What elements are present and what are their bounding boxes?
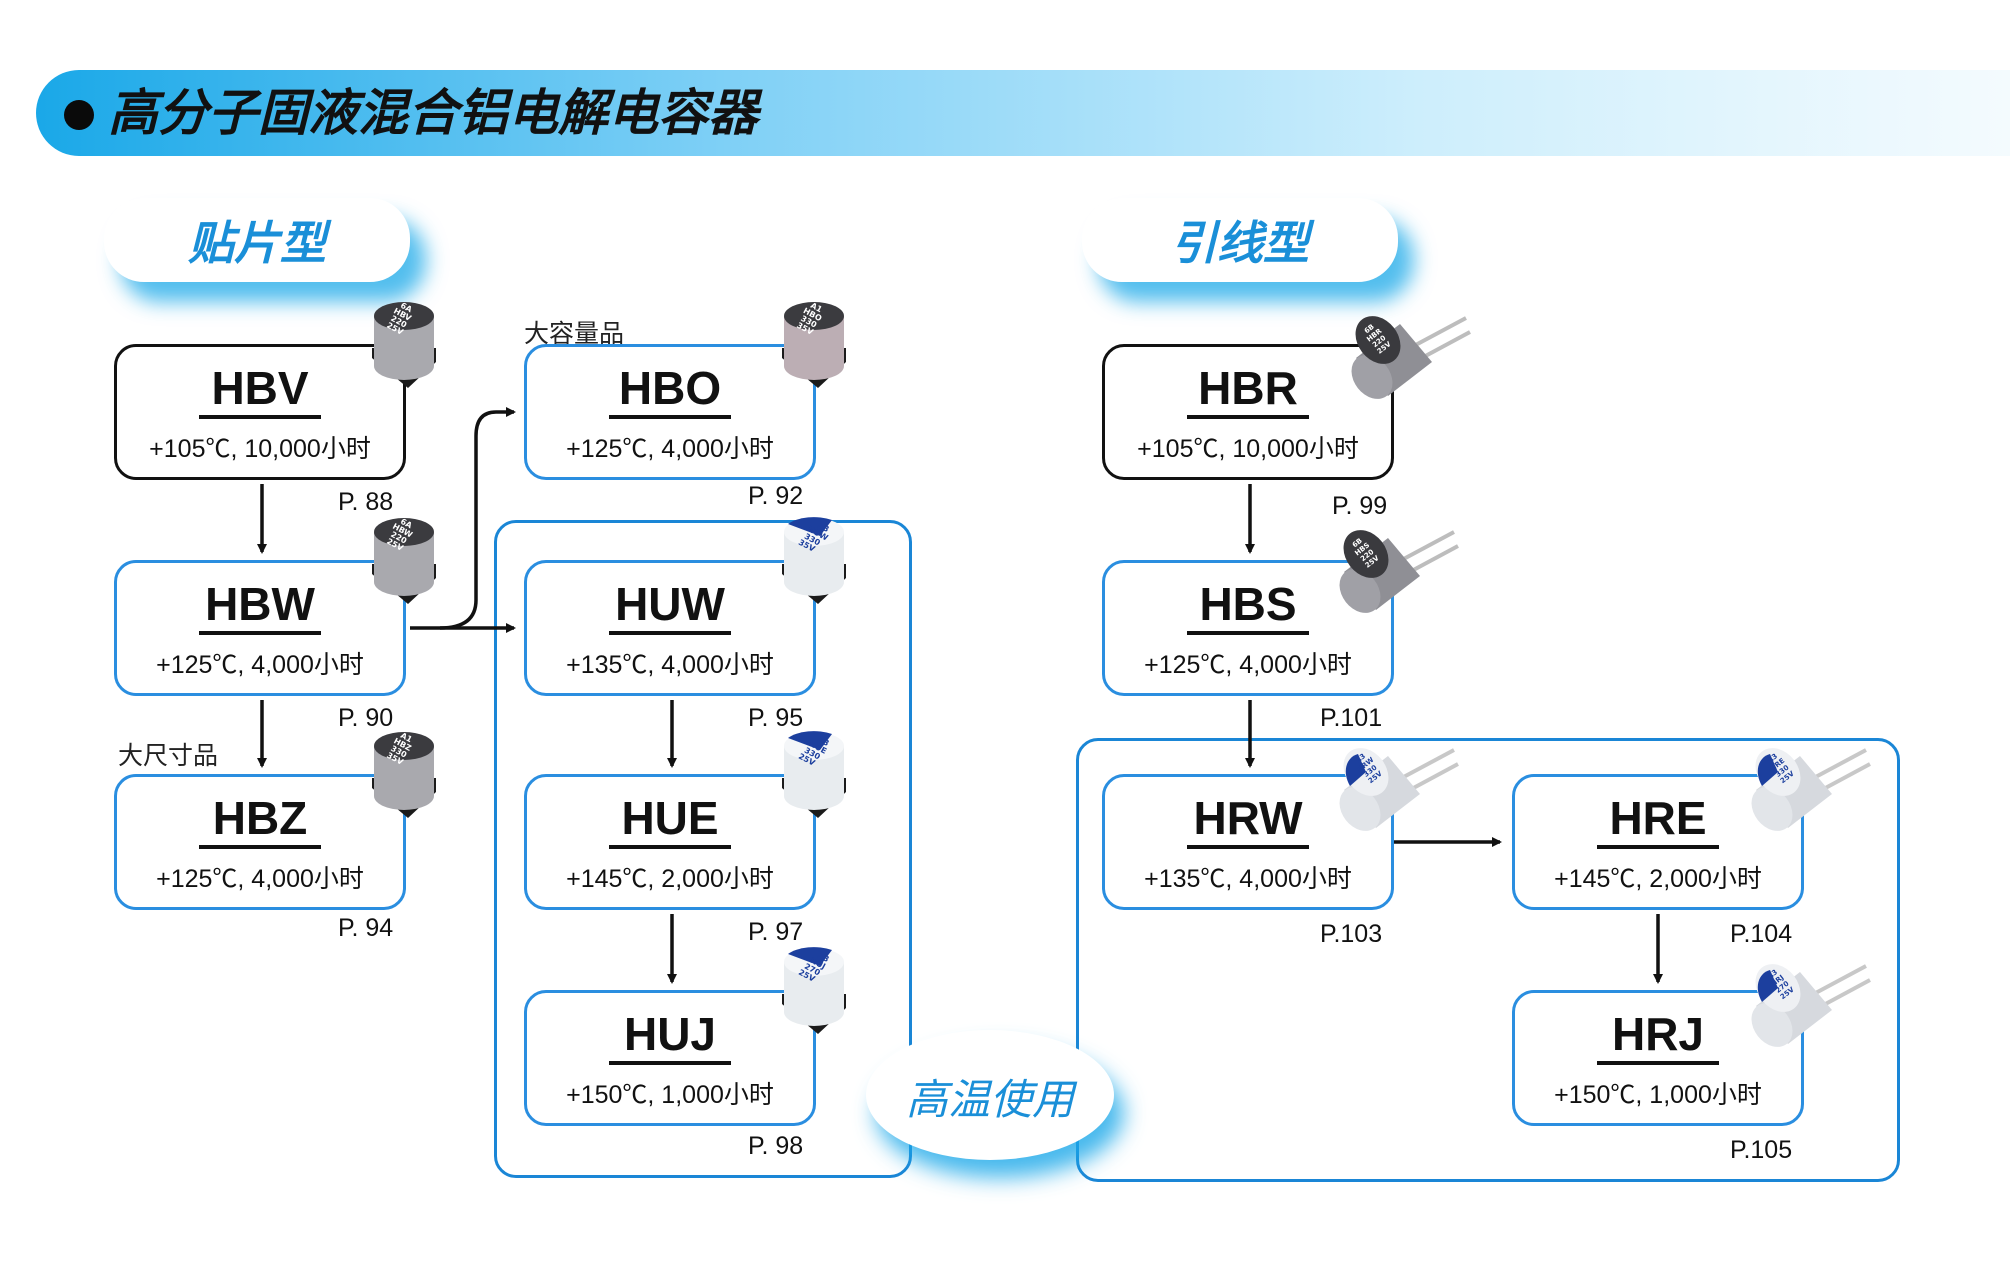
- code-underline: [199, 415, 321, 419]
- code-underline: [199, 845, 321, 849]
- series-card-huw: HUW +135℃, 4,000小时: [524, 560, 816, 696]
- capacitor-radial-icon: A3 HRE 330 25V: [1751, 748, 1871, 831]
- series-code: HUJ: [623, 1008, 717, 1060]
- capacitor-smd-icon: A3 HUJ 270 25V: [782, 947, 846, 1034]
- page-ref-hue: P. 97: [748, 918, 804, 946]
- series-spec: +125℃, 4,000小时: [156, 651, 364, 679]
- capacitor-radial-icon: 6B HBS 220 25V: [1339, 530, 1459, 613]
- series-code: HBO: [618, 362, 722, 414]
- series-code: HRJ: [1611, 1008, 1705, 1060]
- page-ref-hbw: P. 90: [338, 704, 394, 732]
- series-spec: +145℃, 2,000小时: [1554, 865, 1762, 893]
- code-underline: [609, 631, 731, 635]
- page-ref-hbr: P. 99: [1332, 492, 1388, 520]
- series-card-hue: HUE +145℃, 2,000小时: [524, 774, 816, 910]
- series-card-hbv: HBV +105℃, 10,000小时: [114, 344, 406, 480]
- series-spec: +150℃, 1,000小时: [1554, 1081, 1762, 1109]
- bullet-icon: [64, 100, 94, 130]
- capacitor-smd-icon: A1 HBO 330 35V: [782, 301, 846, 388]
- capacitor-smd-icon: A1 HBZ 330 35V: [372, 731, 436, 818]
- code-underline: [609, 415, 731, 419]
- capacitor-radial-icon: 6B HBR 220 25V: [1351, 316, 1471, 399]
- series-code: HBS: [1199, 578, 1297, 630]
- series-spec: +150℃, 1,000小时: [566, 1081, 774, 1109]
- page-ref-hre: P.104: [1730, 920, 1793, 948]
- page-ref-huj: P. 98: [748, 1132, 804, 1160]
- code-underline: [1187, 631, 1309, 635]
- page-title: 高分子固液混合铝电解电容器: [108, 83, 758, 142]
- high-temp-label: 高温使用: [905, 1075, 1074, 1124]
- series-card-hbw: HBW +125℃, 4,000小时: [114, 560, 406, 696]
- section-label-smd: 贴片型: [188, 216, 326, 270]
- series-card-hbs: HBS +125℃, 4,000小时: [1102, 560, 1394, 696]
- series-code: HUW: [615, 578, 725, 630]
- code-underline: [609, 845, 731, 849]
- page-ref-hbs: P.101: [1320, 704, 1383, 732]
- series-spec: +125℃, 4,000小时: [1144, 651, 1352, 679]
- section-tab-radial: 引线型: [1082, 198, 1398, 282]
- page-ref-huw: P. 95: [748, 704, 804, 732]
- series-spec: +125℃, 4,000小时: [566, 435, 774, 463]
- series-card-hrj: HRJ +150℃, 1,000小时: [1512, 990, 1804, 1126]
- series-spec: +135℃, 4,000小时: [566, 651, 774, 679]
- series-spec: +105℃, 10,000小时: [149, 435, 371, 463]
- series-spec: +125℃, 4,000小时: [156, 865, 364, 893]
- series-code: HBZ: [212, 792, 308, 844]
- high-temp-smd-group: [494, 520, 912, 1178]
- code-underline: [1187, 845, 1309, 849]
- capacitor-smd-icon: 6A HBW 220 25V: [372, 517, 436, 604]
- capacitor-smd-icon: 6A HBV 220 25V: [372, 301, 436, 388]
- series-code: HBR: [1198, 362, 1298, 414]
- high-temp-radial-group: [1076, 738, 1900, 1182]
- capacitor-radial-icon: A3 HRW 330 25V: [1339, 748, 1459, 831]
- series-code: HBV: [211, 362, 309, 414]
- note-large-size: 大尺寸品: [118, 741, 219, 770]
- code-underline: [199, 631, 321, 635]
- page-ref-hrw: P.103: [1320, 920, 1383, 948]
- series-spec: +105℃, 10,000小时: [1137, 435, 1359, 463]
- section-label-radial: 引线型: [1171, 216, 1309, 270]
- page-ref-hbz: P. 94: [338, 914, 394, 942]
- page-ref-hrj: P.105: [1730, 1136, 1793, 1164]
- series-code: HRE: [1609, 792, 1707, 844]
- page-ref-hbo: P. 92: [748, 482, 804, 510]
- series-code: HRW: [1193, 792, 1303, 844]
- page-ref-hbv: P. 88: [338, 488, 394, 516]
- code-underline: [609, 1061, 731, 1065]
- series-card-hbo: HBO +125℃, 4,000小时: [524, 344, 816, 480]
- high-temp-badge: [866, 1030, 1114, 1160]
- note-large-capacity: 大容量品: [524, 319, 625, 348]
- series-card-hbr: HBR +105℃, 10,000小时: [1102, 344, 1394, 480]
- series-card-hbz: HBZ +125℃, 4,000小时: [114, 774, 406, 910]
- series-card-huj: HUJ +150℃, 1,000小时: [524, 990, 816, 1126]
- capacitor-smd-icon: A3 HUW 330 35V: [782, 517, 846, 604]
- section-tab-smd: 贴片型: [104, 198, 410, 282]
- series-code: HBW: [205, 578, 315, 630]
- series-spec: +145℃, 2,000小时: [566, 865, 774, 893]
- code-underline: [1597, 1061, 1719, 1065]
- title-banner: [36, 70, 2010, 156]
- arrow-hbw-hbo: [439, 407, 516, 630]
- capacitor-radial-icon: A3 HRJ 270 25V: [1751, 964, 1871, 1047]
- series-code: HUE: [621, 792, 719, 844]
- code-underline: [1187, 415, 1309, 419]
- capacitor-smd-icon: A3 HUE 330 25V: [782, 731, 846, 818]
- series-spec: +135℃, 4,000小时: [1144, 865, 1352, 893]
- code-underline: [1597, 845, 1719, 849]
